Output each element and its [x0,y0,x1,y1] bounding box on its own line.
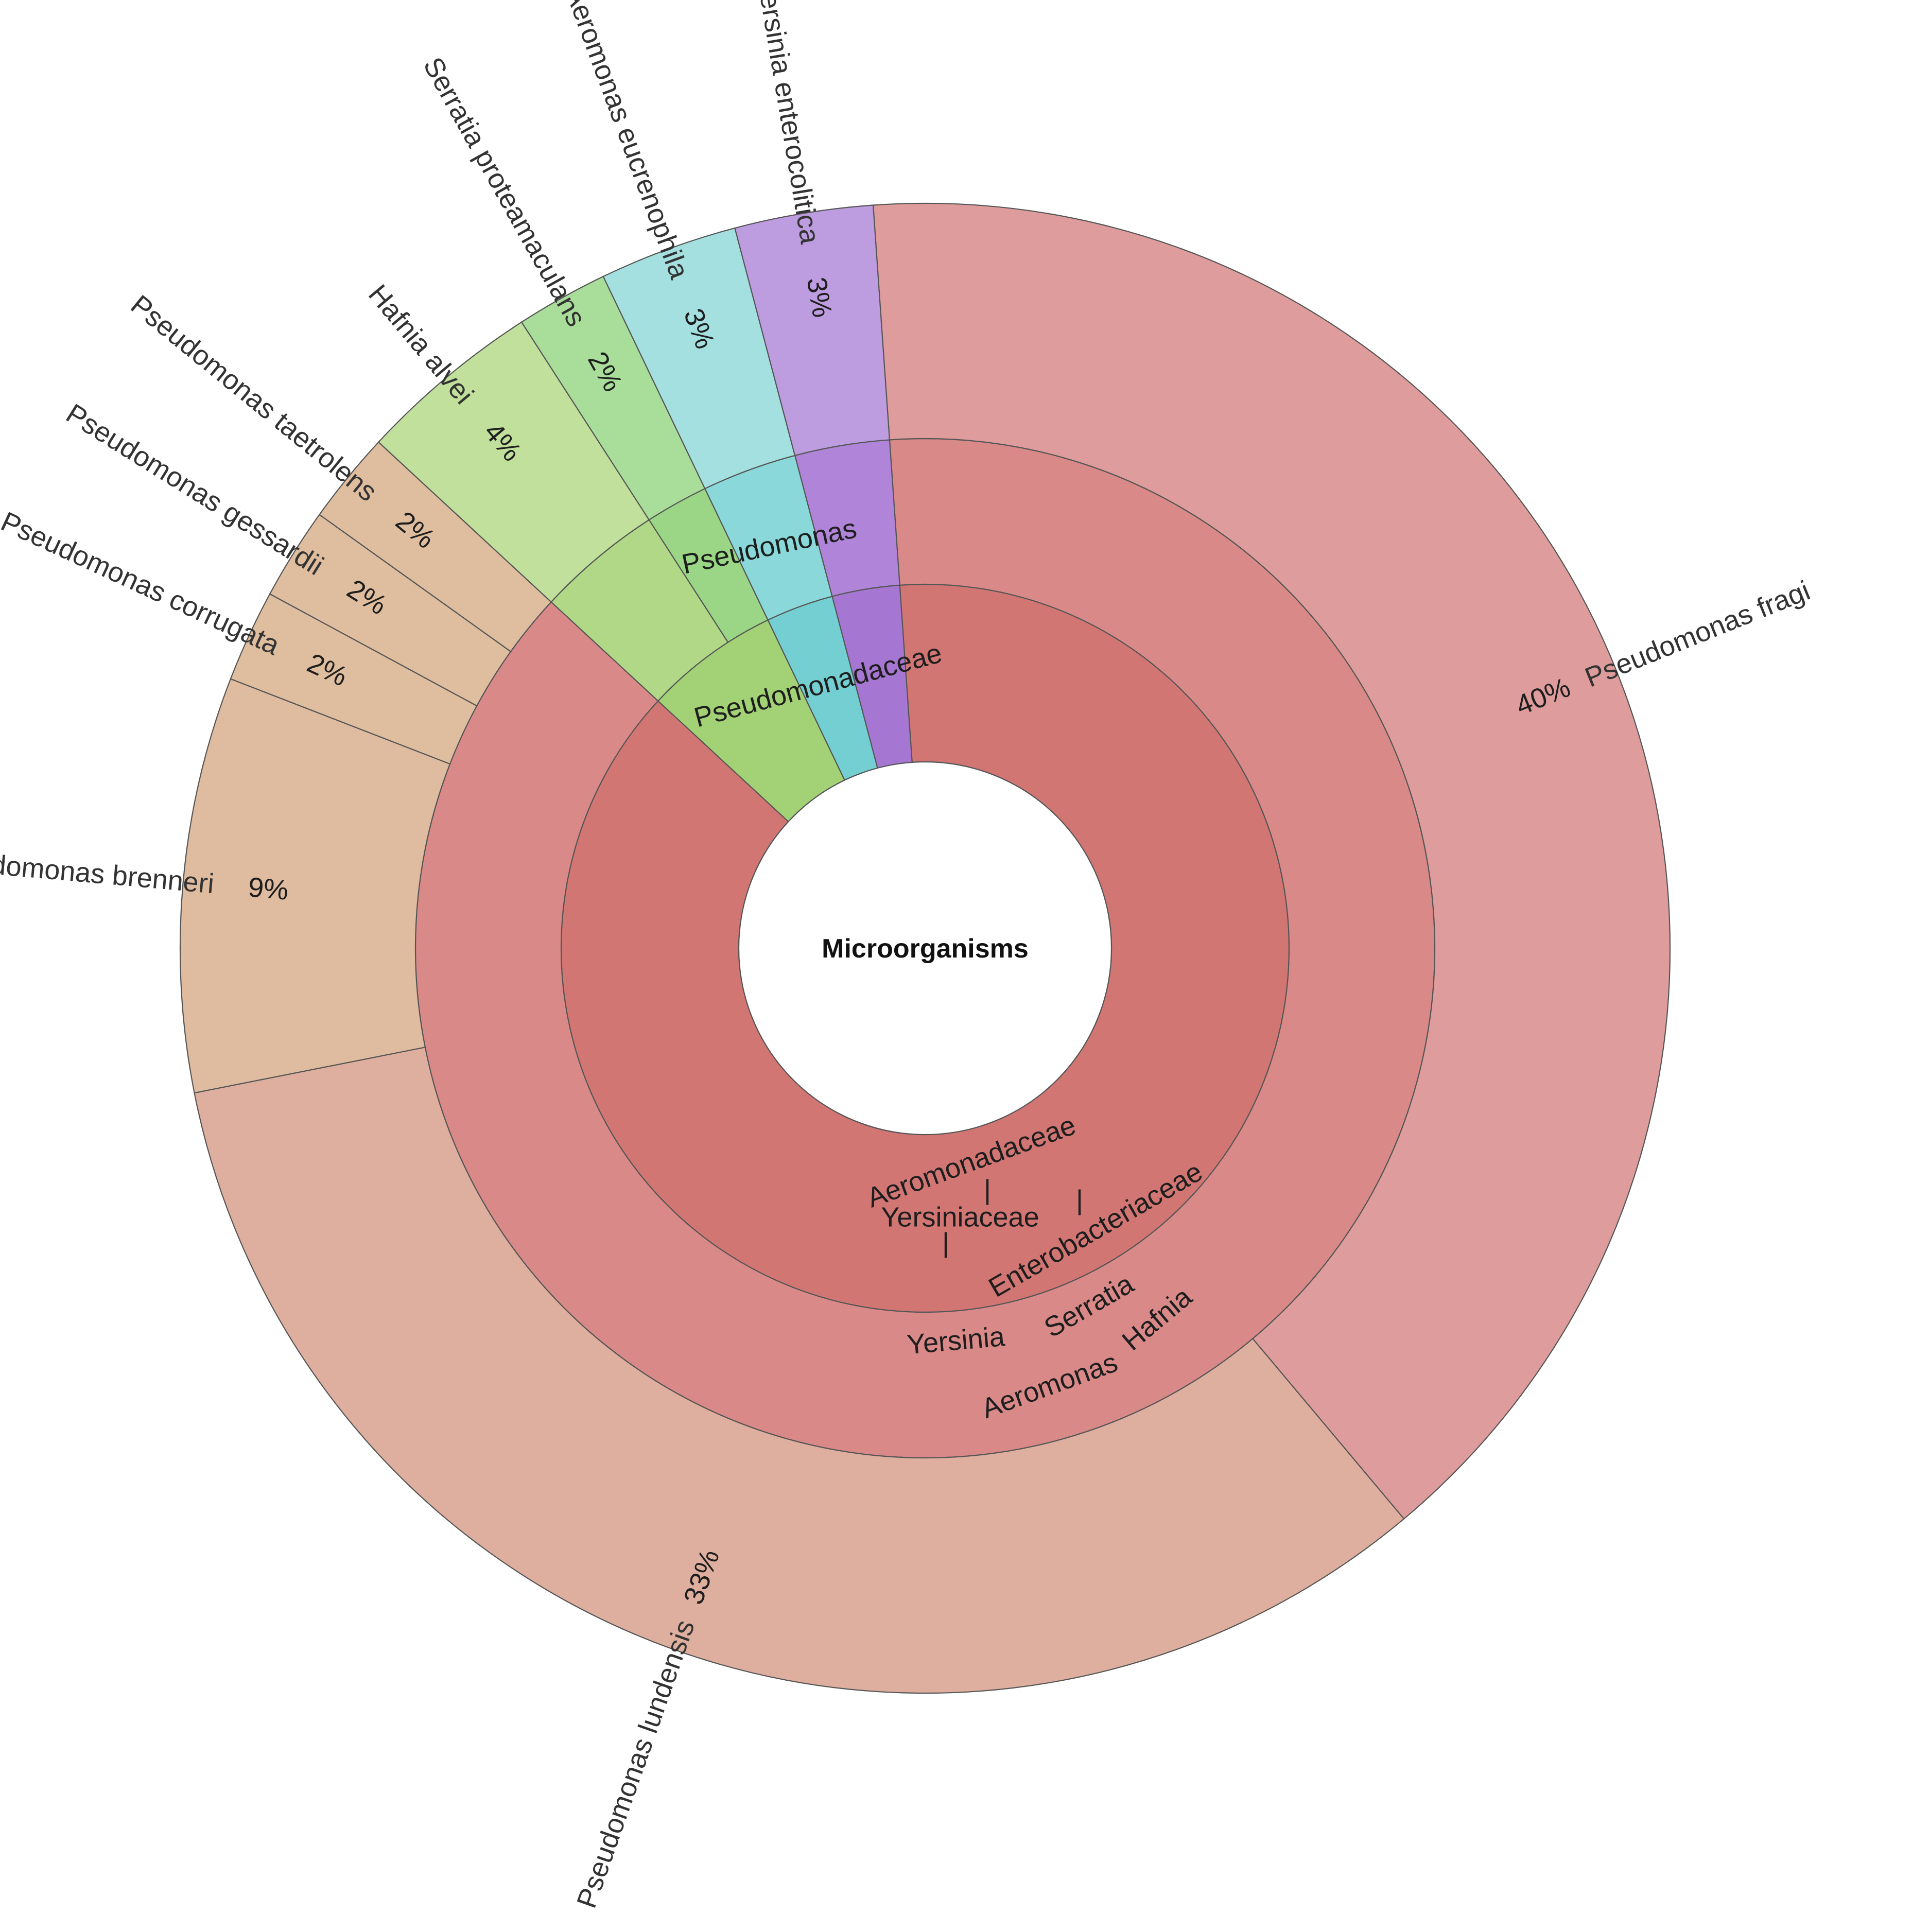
species-ring [179,202,1671,1694]
family-separator: | [942,1227,949,1258]
center-label: Microorganisms [822,934,1029,964]
family-separator: | [984,1174,991,1205]
species-percent-pseudomonas-brenneri: 9% [247,872,290,906]
family-separator: | [1076,1185,1083,1215]
species-label-pseudomonas-fragi: Pseudomonas fragi [1580,575,1814,693]
species-percent-yersinia-enterocolitica: 3% [801,275,838,320]
species-label-yersinia-enterocolitica: Yersinia enterocolitica [751,0,826,247]
center-hole [738,761,1113,1136]
species-segment-pseudomonas-fragi[interactable] [872,202,1671,1520]
species-label-aeromonas-eucrenophila: Aeromonas eucrenophila [559,0,695,283]
family-label-yersiniaceae: Yersiniaceae [881,1202,1039,1232]
species-label-hafnia-alvei: Hafnia alvei [362,279,479,410]
species-label-serratia-proteamaculans: Serratia proteamaculans [417,52,592,332]
genus-ring [414,438,1436,1459]
species-label-pseudomonas-lundensis: Pseudomonas lundensis [571,1616,701,1912]
species-label-pseudomonas-brenneri: Pseudomonas brenneri [0,844,215,899]
family-ring [560,583,1290,1313]
species-segment-yersinia-enterocolitica[interactable] [734,204,891,457]
species-segment-pseudomonas-lundensis[interactable] [194,1046,1405,1694]
